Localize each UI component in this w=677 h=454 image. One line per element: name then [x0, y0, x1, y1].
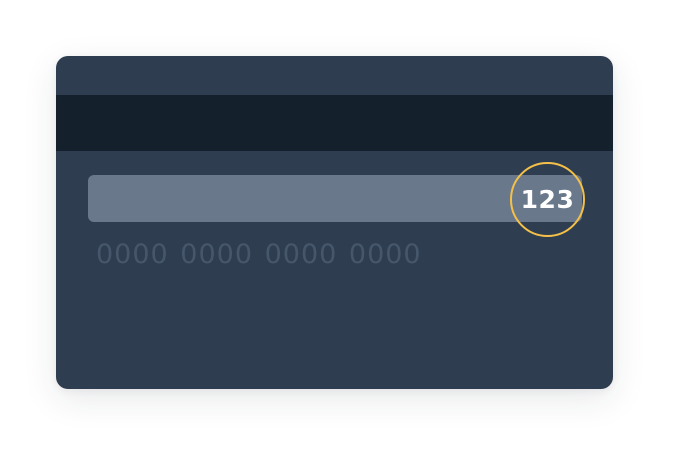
magnetic-stripe — [56, 95, 613, 151]
cvc-highlight-ring: 123 — [510, 162, 585, 237]
cvc-value: 123 — [520, 185, 575, 214]
card-number-placeholder: 0000 0000 0000 0000 — [96, 239, 422, 270]
signature-strip — [88, 175, 582, 222]
